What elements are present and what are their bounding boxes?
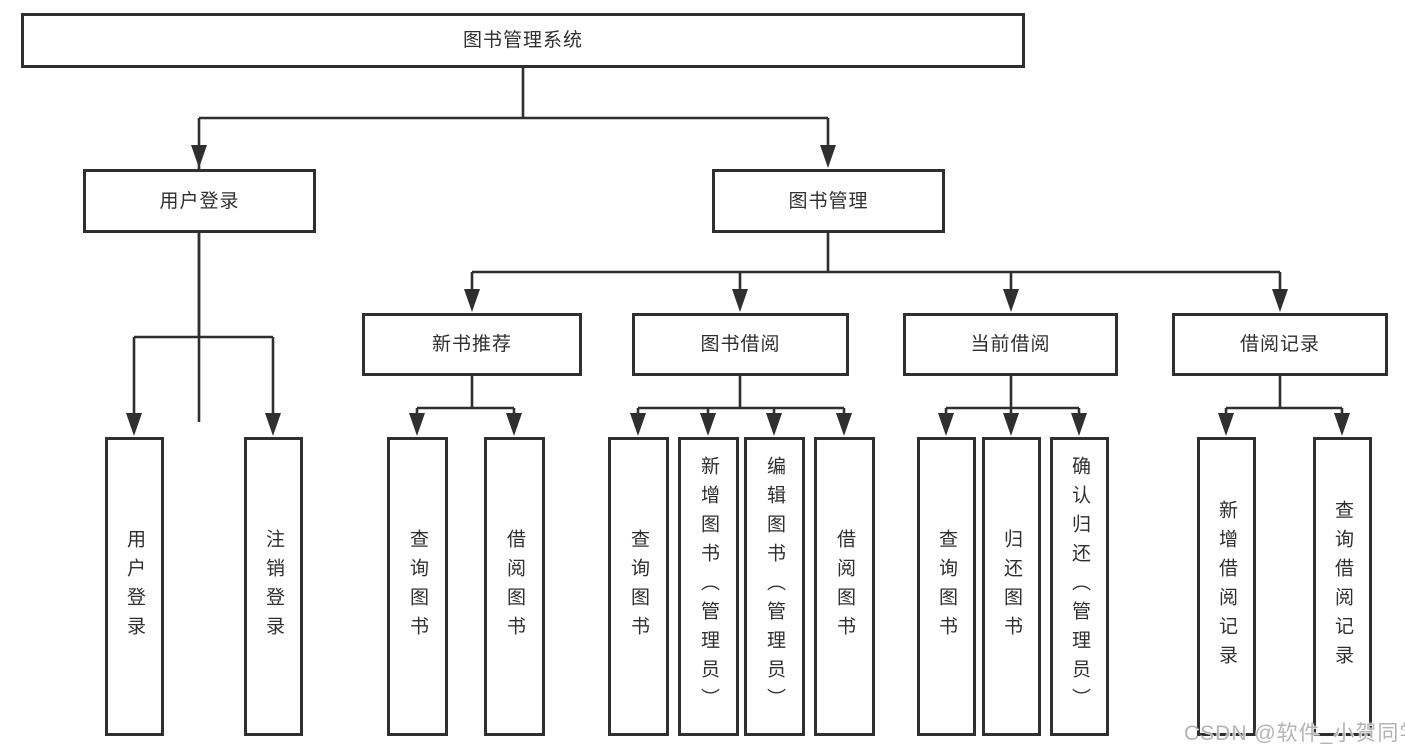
leaf-add-borrow-record: 新增借阅记录 bbox=[1197, 437, 1256, 736]
node-new-book-recommend: 新书推荐 bbox=[362, 313, 582, 376]
arrowhead-icon bbox=[732, 289, 748, 312]
leaf-return-books: 归还图书 bbox=[982, 437, 1041, 736]
edge-borrow-record-split bbox=[1224, 376, 1344, 422]
arrowhead-icon bbox=[1003, 289, 1019, 312]
arrowhead-icon bbox=[820, 145, 836, 168]
edge-new-book-split bbox=[415, 376, 516, 422]
leaf-query-books-current: 查询图书 bbox=[917, 437, 976, 736]
edge-user-login-split bbox=[132, 233, 275, 422]
node-user-login: 用户登录 bbox=[83, 169, 316, 233]
arrowhead-icon bbox=[1272, 289, 1288, 312]
arrowhead-icon bbox=[836, 413, 852, 436]
leaf-borrow-books: 借阅图书 bbox=[814, 437, 875, 736]
leaf-user-login: 用户登录 bbox=[105, 437, 164, 736]
leaf-edit-book-admin: 编辑图书（管理员） bbox=[744, 437, 805, 736]
node-borrow-records: 借阅记录 bbox=[1172, 313, 1388, 376]
arrowhead-icon bbox=[1071, 413, 1087, 436]
arrowhead-icon bbox=[191, 145, 207, 168]
arrowhead-icon bbox=[265, 413, 281, 436]
leaf-logout: 注销登录 bbox=[244, 437, 303, 736]
arrowhead-icon bbox=[1003, 413, 1019, 436]
edge-book-mgmt-split bbox=[470, 233, 1282, 298]
leaf-confirm-return-admin: 确认归还（管理员） bbox=[1050, 437, 1109, 736]
arrowhead-icon bbox=[1334, 413, 1350, 436]
leaf-add-book-admin: 新增图书（管理员） bbox=[678, 437, 739, 736]
leaf-borrow-books-recommend: 借阅图书 bbox=[484, 437, 545, 736]
node-book-borrow: 图书借阅 bbox=[632, 313, 849, 376]
arrowhead-icon bbox=[938, 413, 954, 436]
node-book-management: 图书管理 bbox=[712, 169, 945, 233]
arrowhead-icon bbox=[1218, 413, 1234, 436]
arrowhead-icon bbox=[630, 413, 646, 436]
arrowheads bbox=[126, 145, 1350, 436]
arrowhead-icon bbox=[700, 413, 716, 436]
arrowhead-icon bbox=[126, 413, 142, 436]
edge-book-borrow-split bbox=[636, 376, 846, 422]
leaf-query-borrow-record: 查询借阅记录 bbox=[1313, 437, 1372, 736]
arrowhead-icon bbox=[464, 289, 480, 312]
leaf-query-books-recommend: 查询图书 bbox=[387, 437, 448, 736]
node-current-borrow: 当前借阅 bbox=[903, 313, 1118, 376]
arrowhead-icon bbox=[766, 413, 782, 436]
csdn-watermark: CSDN @软件_小贺同学 bbox=[1184, 722, 1405, 745]
leaf-query-books-borrow: 查询图书 bbox=[608, 437, 669, 736]
node-root-system: 图书管理系统 bbox=[21, 13, 1025, 68]
arrowhead-icon bbox=[506, 413, 522, 436]
arrowhead-icon bbox=[409, 413, 425, 436]
edge-root-split bbox=[197, 67, 830, 422]
